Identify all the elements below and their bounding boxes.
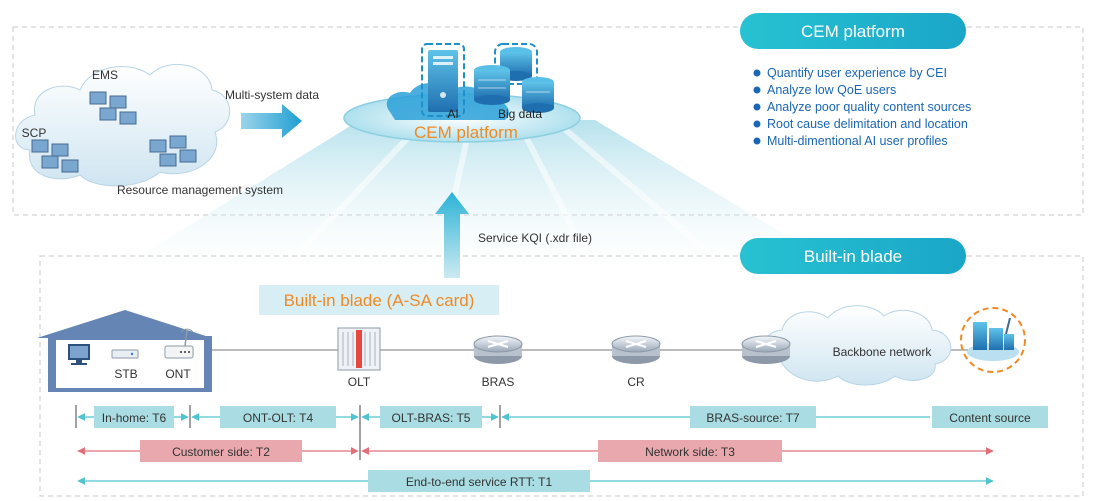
bullet-dot <box>753 69 761 77</box>
cem-bullet-1: Quantify user experience by CEI <box>767 66 947 80</box>
cem-bullet-list: Quantify user experience by CEI Analyze … <box>753 66 971 148</box>
content-source-icon <box>960 307 1026 373</box>
in-home-label: In-home: T6 <box>102 411 167 425</box>
resource-management-label: Resource management system <box>117 183 283 197</box>
segment-row-1: In-home: T6 ONT-OLT: T4 OLT-BRAS: T5 BRA… <box>77 406 1048 428</box>
bras-router-icon: BRAS <box>473 335 523 389</box>
ai-label: AI <box>447 107 458 121</box>
blade-badge-label: Built-in blade <box>804 247 902 266</box>
backbone-label: Backbone network <box>833 345 933 359</box>
ont-olt-label: ONT-OLT: T4 <box>243 411 314 425</box>
resource-computers-icon <box>149 135 197 167</box>
cem-platform-badge: CEM platform <box>740 13 966 49</box>
segment-boundaries <box>75 405 501 460</box>
bullet-dot <box>753 103 761 111</box>
systems-cloud: EMS SCP Resource management system <box>15 63 283 197</box>
olt-bras-label: OLT-BRAS: T5 <box>392 411 471 425</box>
customer-side-label: Customer side: T2 <box>172 445 270 459</box>
olt-label: OLT <box>348 375 371 389</box>
bras-label: BRAS <box>482 375 515 389</box>
cem-bullet-3: Analyze poor quality content sources <box>767 100 971 114</box>
pc-icon <box>68 344 90 365</box>
bullet-dot <box>753 86 761 94</box>
cem-bullet-4: Root cause delimitation and location <box>767 117 968 131</box>
ai-server-icon <box>421 43 465 117</box>
service-kqi-arrow: Service KQI (.xdr file) <box>435 192 592 278</box>
cr-router-icon: CR <box>611 335 661 389</box>
big-data-label: Big data <box>498 107 542 121</box>
segment-row-2: Customer side: T2 Network side: T3 <box>77 440 994 462</box>
service-kqi-label: Service KQI (.xdr file) <box>478 231 592 245</box>
network-side-label: Network side: T3 <box>645 445 735 459</box>
segment-row-3: End-to-end service RTT: T1 <box>77 470 994 492</box>
big-data-database-icon <box>474 43 554 113</box>
ems-computers-icon <box>89 91 137 125</box>
stb-label: STB <box>114 367 137 381</box>
backbone-router-icon <box>741 335 791 364</box>
bullet-dot <box>753 120 761 128</box>
ems-label: EMS <box>92 68 118 82</box>
cem-platform-label: CEM platform <box>414 123 518 142</box>
bullet-dot <box>753 137 761 145</box>
multi-system-arrow: Multi-system data <box>225 88 319 138</box>
ont-icon <box>164 328 194 359</box>
multi-system-label: Multi-system data <box>225 88 319 102</box>
a-sa-card-slot <box>356 330 362 368</box>
scp-label: SCP <box>22 126 47 140</box>
backbone-network-cloud: Backbone network <box>763 305 952 386</box>
scp-computers-icon <box>31 139 79 173</box>
cr-label: CR <box>627 375 645 389</box>
cem-bullet-2: Analyze low QoE users <box>767 83 896 97</box>
content-source-label: Content source <box>949 411 1031 425</box>
platform-beam <box>130 120 830 262</box>
bras-source-label: BRAS-source: T7 <box>706 411 799 425</box>
blade-card-label: Built-in blade (A-SA card) <box>284 291 475 310</box>
cem-bullet-5: Multi-dimentional AI user profiles <box>767 134 948 148</box>
home-house-icon: STB ONT <box>37 310 212 392</box>
ont-label: ONT <box>165 367 191 381</box>
blade-card-box: Built-in blade (A-SA card) <box>259 285 499 315</box>
end-to-end-label: End-to-end service RTT: T1 <box>406 475 553 489</box>
built-in-blade-badge: Built-in blade <box>740 238 966 274</box>
cem-platform-node: AI Big data CEM platform <box>343 43 581 143</box>
stb-icon <box>111 349 139 359</box>
olt-device-icon: OLT <box>337 327 381 389</box>
blade-section-frame <box>39 255 1084 497</box>
cem-badge-label: CEM platform <box>801 22 905 41</box>
